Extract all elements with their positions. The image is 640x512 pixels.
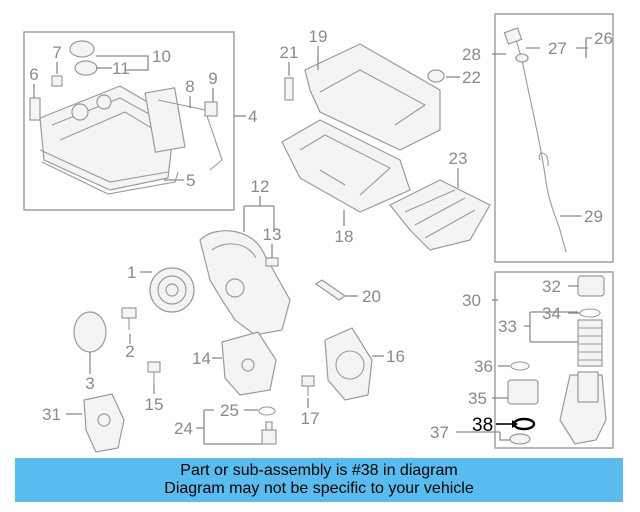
grommet-9: [204, 101, 218, 117]
callout-26: 26: [594, 29, 613, 48]
callout-3: 3: [85, 374, 94, 393]
callout-labels: 1 2 3 4 5 6 7 8 9 10 11 12 13 14 15 16 1…: [29, 27, 613, 442]
gasket-37: [509, 433, 531, 445]
callout-19: 19: [309, 27, 328, 46]
callout-16: 16: [386, 347, 405, 366]
callout-7: 7: [52, 43, 61, 62]
bolt-17: [301, 375, 315, 396]
bracket-31: [83, 393, 125, 453]
callout-32: 32: [542, 277, 561, 296]
callout-24: 24: [174, 419, 193, 438]
callout-21: 21: [280, 43, 299, 62]
callout-8: 8: [185, 77, 194, 96]
sensor-6-7: [29, 75, 63, 121]
crank-pulley-1: [149, 267, 195, 313]
oil-pan-lower: [281, 119, 411, 213]
callout-6: 6: [29, 65, 38, 84]
banner-line-2: Diagram may not be specific to your vehi…: [164, 480, 474, 497]
banner-line-1: Part or sub-assembly is #38 in diagram: [180, 462, 458, 479]
callout-37: 37: [430, 423, 449, 442]
dipstick-group-box: [494, 13, 614, 263]
callout-18: 18: [335, 227, 354, 246]
info-banner: Part or sub-assembly is #38 in diagram D…: [15, 458, 623, 502]
callout-34: 34: [542, 304, 561, 323]
callout-29: 29: [584, 207, 603, 226]
sensor-24: [261, 421, 277, 445]
callout-36: 36: [474, 357, 493, 376]
callout-23: 23: [449, 149, 468, 168]
oil-filler-cap: [69, 40, 98, 76]
callout-20: 20: [362, 287, 381, 306]
pcv-valve: [144, 87, 223, 171]
leader-lines: [33, 37, 592, 445]
o-ring-34: [579, 308, 601, 318]
callout-38: 38: [472, 415, 493, 436]
oil-filter-cap-32: [577, 275, 605, 297]
callout-17: 17: [301, 409, 320, 428]
oil-pan-upper: [284, 43, 445, 151]
timing-cover: [199, 230, 291, 336]
callout-30: 30: [462, 291, 481, 310]
callout-14: 14: [192, 349, 211, 368]
callout-35: 35: [468, 389, 487, 408]
o-ring-36: [510, 361, 530, 371]
callout-33: 33: [498, 317, 517, 336]
filter-housing: [559, 371, 607, 445]
callout-9: 9: [208, 69, 217, 88]
cover-16: [324, 327, 373, 401]
callout-5: 5: [186, 171, 195, 190]
gasket-20: [314, 279, 347, 301]
dipstick: [503, 27, 567, 253]
bolt-2: [121, 307, 137, 330]
seal-25: [258, 406, 276, 416]
callout-11: 11: [112, 59, 130, 78]
callout-10: 10: [152, 47, 171, 66]
callout-12: 12: [251, 177, 270, 196]
callout-13: 13: [263, 225, 282, 244]
bracket-14: [221, 331, 277, 396]
callout-4: 4: [248, 107, 257, 126]
valve-cover-group-box: [23, 31, 235, 211]
valve-cover: [39, 85, 176, 191]
seal-3: [73, 311, 107, 353]
callout-27: 27: [548, 39, 567, 58]
callout-31: 31: [42, 405, 61, 424]
callout-15: 15: [145, 395, 164, 414]
oil-filter-group-box: [494, 271, 614, 449]
callout-2: 2: [125, 342, 134, 361]
bolt-13: [265, 257, 279, 267]
oil-filter-element: [577, 319, 603, 367]
callout-25: 25: [220, 401, 239, 420]
oil-cooler-35: [507, 379, 539, 405]
bolt-15: [147, 361, 161, 384]
valve-cover-gasket: [41, 161, 179, 195]
callout-22: 22: [462, 68, 481, 87]
callout-1: 1: [127, 263, 136, 282]
callout-28: 28: [462, 45, 481, 64]
oil-baffle-23: [389, 179, 491, 251]
